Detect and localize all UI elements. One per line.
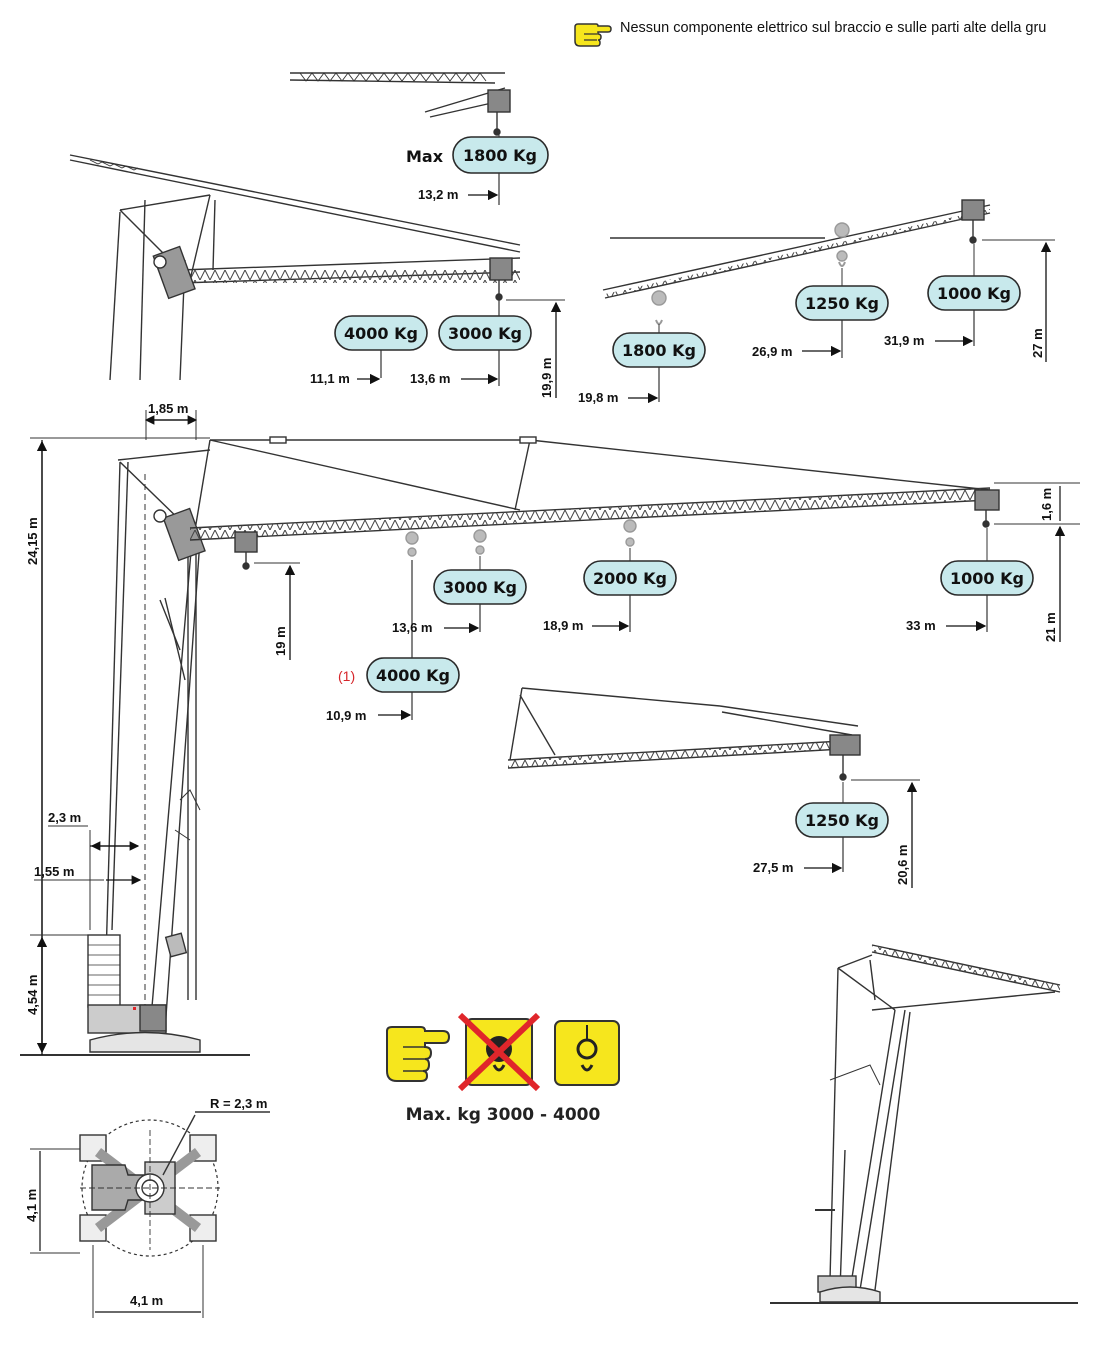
- dim-19-9: 19,9 m: [539, 358, 554, 398]
- crane-bottom-right: [770, 944, 1078, 1304]
- dim-1-85: 1,85 m: [148, 401, 188, 416]
- load-pill-4000-main: 4000 Kg: [366, 657, 460, 693]
- pointing-hand-icon: [386, 1026, 451, 1082]
- dim-19: 19 m: [273, 626, 288, 656]
- single-hook-icon: [554, 1020, 620, 1086]
- crane-top-right-boom: [602, 199, 991, 325]
- svg-text:1000 Kg: 1000 Kg: [937, 284, 1011, 303]
- crane-folded-boom: [507, 687, 861, 781]
- load-pill-1000-tr: 1000 Kg: [927, 275, 1021, 311]
- svg-text:3000 Kg: 3000 Kg: [443, 578, 517, 597]
- footnote-marker: (1): [338, 668, 355, 684]
- base-plan: [79, 1111, 270, 1257]
- svg-text:4000 Kg: 4000 Kg: [376, 666, 450, 685]
- dim-4-54: 4,54 m: [25, 975, 40, 1015]
- crane-top-left: [69, 154, 521, 381]
- dim-31-9: 31,9 m: [884, 333, 924, 348]
- load-pill-2000-main: 2000 Kg: [583, 560, 677, 596]
- dim-24-15: 24,15 m: [25, 517, 40, 565]
- svg-text:1800 Kg: 1800 Kg: [463, 146, 537, 165]
- dim-13-6-main: 13,6 m: [392, 620, 432, 635]
- load-pill-4000-tl: 4000 Kg: [334, 315, 428, 351]
- dim-19-8: 19,8 m: [578, 390, 618, 405]
- dim-11-1: 11,1 m: [310, 371, 350, 386]
- dim-1-6: 1,6 m: [1039, 488, 1054, 521]
- main-crane: [20, 436, 1000, 1056]
- warning-note: Nessun componente elettrico sul braccio …: [620, 20, 1047, 36]
- dim-20-6: 20,6 m: [895, 845, 910, 885]
- dim-27-5: 27,5 m: [753, 860, 793, 875]
- dim-13-6-tl: 13,6 m: [410, 371, 450, 386]
- dim-27: 27 m: [1030, 328, 1045, 358]
- pointing-hand-icon: [574, 23, 612, 47]
- dim-2-3: 2,3 m: [48, 810, 81, 825]
- dim-radius: R = 2,3 m: [210, 1096, 267, 1111]
- dim-10-9: 10,9 m: [326, 708, 366, 723]
- mini-boom-top: [289, 72, 511, 136]
- dim-13-2: 13,2 m: [418, 187, 458, 202]
- dim-18-9: 18,9 m: [543, 618, 583, 633]
- load-pill-3000-tl: 3000 Kg: [438, 315, 532, 351]
- max-label: Max: [406, 147, 444, 166]
- svg-text:1000 Kg: 1000 Kg: [950, 569, 1024, 588]
- dim-1-55: 1,55 m: [34, 864, 74, 879]
- dim-base-width: 4,1 m: [130, 1293, 163, 1308]
- load-pill-1000-main: 1000 Kg: [940, 560, 1034, 596]
- svg-text:1800 Kg: 1800 Kg: [622, 341, 696, 360]
- dim-base-depth: 4,1 m: [24, 1189, 39, 1222]
- load-pill-1250-tr: 1250 Kg: [795, 285, 889, 321]
- dim-33: 33 m: [906, 618, 936, 633]
- svg-text:2000 Kg: 2000 Kg: [593, 569, 667, 588]
- load-pill-1800-tr: 1800 Kg: [612, 332, 706, 368]
- svg-text:1250 Kg: 1250 Kg: [805, 294, 879, 313]
- crossed-double-hook-icon: [457, 1012, 541, 1092]
- dim-26-9: 26,9 m: [752, 344, 792, 359]
- load-pill-3000-main: 3000 Kg: [433, 569, 527, 605]
- legend-caption: Max. kg 3000 - 4000: [406, 1105, 601, 1125]
- svg-text:3000 Kg: 3000 Kg: [448, 324, 522, 343]
- svg-text:1250 Kg: 1250 Kg: [805, 811, 879, 830]
- load-pill-1800-top: 1800 Kg: [452, 136, 549, 174]
- load-pill-1250-folded: 1250 Kg: [795, 802, 889, 838]
- svg-text:4000 Kg: 4000 Kg: [344, 324, 418, 343]
- dim-21: 21 m: [1043, 612, 1058, 642]
